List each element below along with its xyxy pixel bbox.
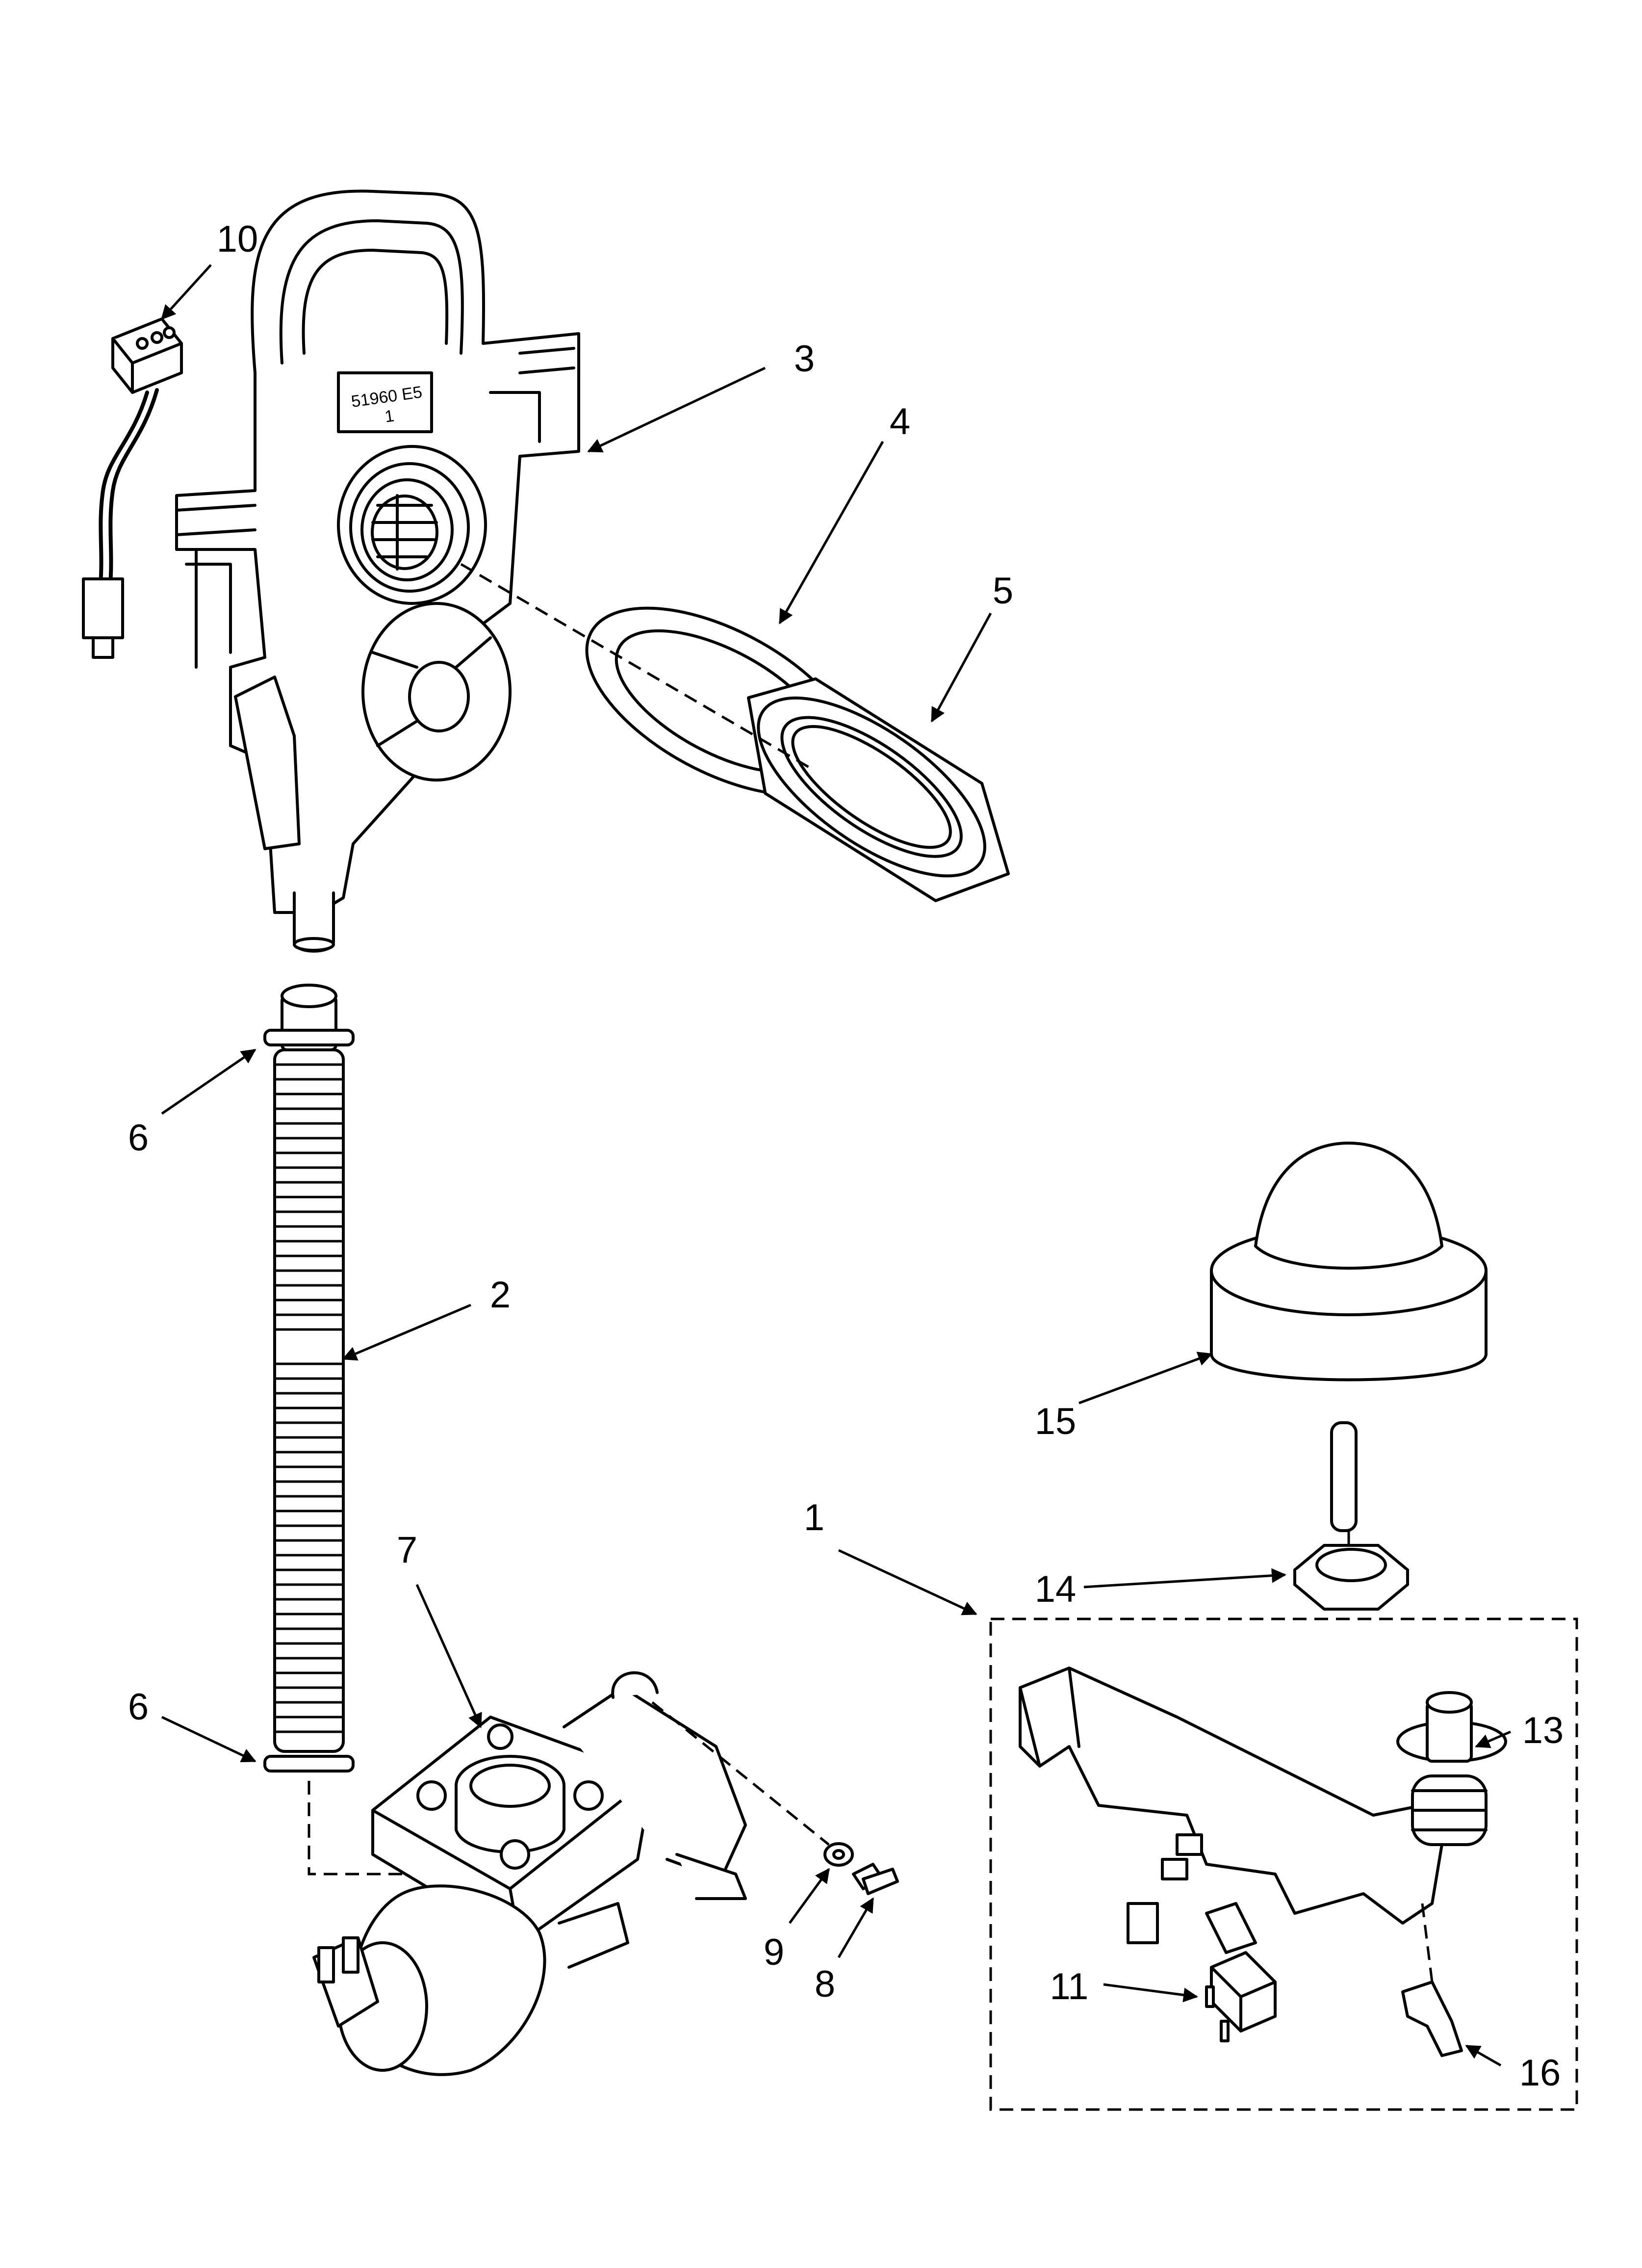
leader-6-top [161,1048,257,1115]
float-stem-part [1396,1691,1507,1846]
housing-part [175,189,580,953]
leader-13 [1475,1730,1511,1748]
leader-7 [415,1584,482,1728]
callout-15: 15 [1034,1401,1077,1442]
hex-nut-part [1293,1544,1409,1611]
callout-13: 13 [1522,1710,1564,1751]
alignment-line-hose [308,1781,402,1876]
leader-9 [788,1868,830,1924]
leader-3 [587,366,766,453]
alignment-line-clip [1421,1903,1434,1982]
microswitch-part [1205,1951,1277,2042]
leader-14 [1083,1568,1286,1589]
leader-11 [1103,1983,1198,2003]
callout-1: 1 [803,1497,825,1538]
leader-8 [837,1897,874,1958]
leader-15 [1078,1352,1213,1405]
callout-5: 5 [992,570,1014,612]
callout-10: 10 [216,218,258,260]
float-part [1210,1142,1488,1532]
leader-1 [838,1549,977,1616]
retainer-nut-part [747,677,1010,902]
callout-9: 9 [763,1931,785,1973]
leader-5 [930,612,992,723]
leader-2 [342,1303,471,1361]
inlet-valve-part [312,1671,747,2076]
screw-part [852,1863,899,1895]
callout-16: 16 [1519,2052,1561,2094]
alignment-line-port [460,563,815,772]
clip-part [1401,1981,1463,2057]
callout-4: 4 [889,401,911,443]
leader-4 [778,441,884,625]
callout-2: 2 [489,1274,511,1316]
callout-7: 7 [396,1529,418,1571]
assembly-box [989,1617,1578,2111]
wire-harness-part [82,317,183,659]
callout-14: 14 [1034,1568,1077,1610]
hose-part [263,984,355,1773]
callout-8: 8 [814,1963,836,2005]
alignment-line-screw [651,1701,830,1846]
leader-16 [1465,2044,1502,2067]
callout-11: 11 [1050,1966,1089,2007]
leader-10 [160,264,212,320]
float-switch-bracket-part [1019,1667,1443,1954]
callout-6-top: 6 [128,1117,149,1159]
callout-6-bottom: 6 [128,1686,149,1728]
leader-6-bottom [161,1716,257,1763]
washer-part [823,1842,854,1867]
callout-3: 3 [794,338,815,380]
